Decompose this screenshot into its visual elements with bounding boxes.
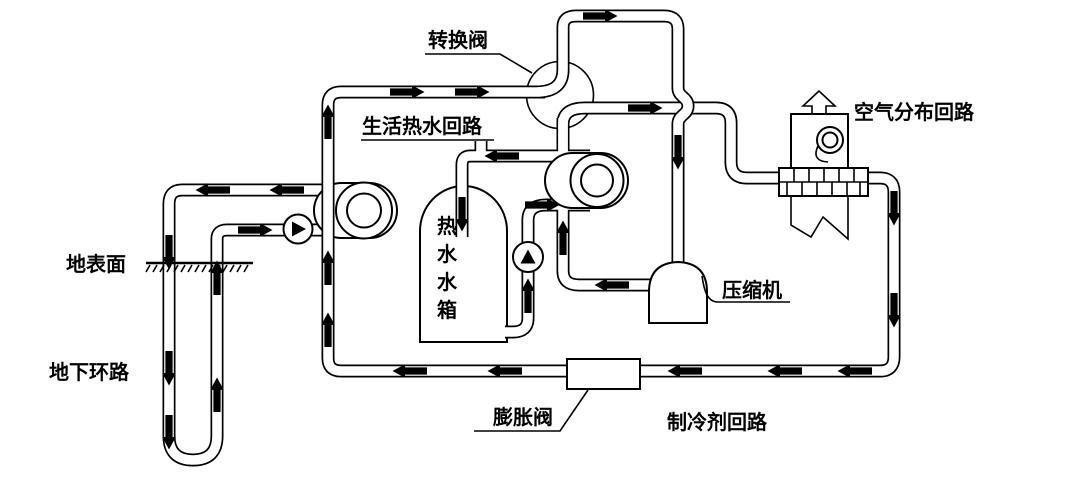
- hot-water-heat-exchanger: [544, 152, 629, 209]
- label-switch-valve: 转换阀: [428, 28, 488, 52]
- tank-char-4: 箱: [437, 298, 457, 322]
- label-air-loop: 空气分布回路: [854, 100, 975, 124]
- exchanger-coil-inner: [580, 163, 614, 198]
- tank-char-3: 水: [437, 270, 458, 294]
- label-compressor: 压缩机: [722, 278, 782, 302]
- ground-surface-line: [145, 261, 253, 273]
- expansion-valve-leader: [474, 389, 589, 432]
- compressor-leader: [701, 275, 790, 303]
- tank-char-1: 热: [437, 214, 457, 238]
- brick-joints: [779, 168, 868, 196]
- surface-hatching: [145, 264, 249, 273]
- label-expansion-valve: 膨胀阀: [492, 405, 553, 429]
- tank-char-2: 水: [437, 242, 458, 266]
- compressor-body: [648, 260, 708, 324]
- fan-hub-icon: [821, 131, 839, 149]
- label-ground-surface: 地表面: [66, 252, 126, 276]
- ground-loop-pump: [282, 213, 314, 245]
- expansion-valve-body: [566, 358, 641, 390]
- ground-heat-exchanger: [313, 181, 398, 240]
- exchanger-coil-inner: [346, 192, 382, 229]
- label-hot-water-tank: 热 水 水 箱: [437, 214, 458, 322]
- fan-scroll-line: [815, 145, 829, 163]
- duct-break-line: [790, 196, 849, 241]
- air-handler-unit: [778, 89, 869, 241]
- label-leader-lines: [361, 53, 790, 432]
- switch-valve-leader: [425, 53, 533, 74]
- hot-water-pump: [512, 241, 544, 273]
- label-refrigerant-loop: 制冷剂回路: [667, 410, 768, 434]
- pump-flow-up-icon: [520, 249, 536, 264]
- label-underground-loop: 地下环路: [49, 360, 130, 384]
- pump-flow-right-icon: [292, 221, 306, 237]
- label-dhw-loop: 生活热水回路: [362, 114, 483, 138]
